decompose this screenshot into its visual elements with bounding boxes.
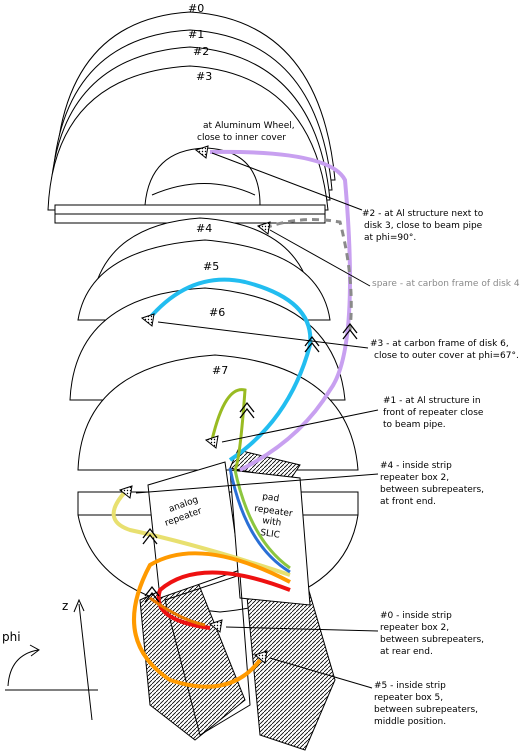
label-sensor1-1: #1 - at Al structure in xyxy=(383,396,481,406)
label-sensor4-4: at front end. xyxy=(380,497,436,507)
label-sensor2-3: at phi=90°. xyxy=(364,233,416,243)
phi-arc xyxy=(7,649,39,687)
phi-label: phi xyxy=(2,630,21,644)
leader-sensor2 xyxy=(211,152,363,211)
cable-orange xyxy=(132,551,291,689)
pad-label-3: with xyxy=(262,516,282,529)
leader-sensor3 xyxy=(157,321,369,349)
label-sensor4-1: #4 - inside strip xyxy=(380,461,452,471)
cable-red xyxy=(156,570,291,630)
coordinate-axes: z phi xyxy=(2,598,98,721)
disk-4-label: #4 xyxy=(196,222,212,235)
chevron-icon xyxy=(142,527,158,545)
sensor-aluminum-wheel xyxy=(194,145,209,159)
cable-cyan xyxy=(146,277,313,462)
disk-stack-upper: #0 #1 #2 #3 xyxy=(47,2,336,224)
cable-green xyxy=(233,469,291,570)
leader-sensor4 xyxy=(135,473,379,494)
label-sensor2-1: #2 - at Al structure next to xyxy=(362,209,484,219)
cable-blue xyxy=(228,467,291,574)
sensor-0 xyxy=(208,619,223,633)
cable-olive xyxy=(210,388,247,471)
label-sensor0-3: between subrepeaters, xyxy=(380,635,484,645)
annotations: at Aluminum Wheel, close to inner cover … xyxy=(197,121,520,727)
repeater-boxes: analog repeater pad repeater with SLIC xyxy=(139,449,336,751)
disk-0-label: #0 xyxy=(188,2,204,15)
disk-2-label: #2 xyxy=(193,45,209,58)
cable-dark-orange xyxy=(149,596,206,627)
disk-1-label: #1 xyxy=(188,28,204,41)
sensor-5 xyxy=(253,650,268,664)
cable-chevrons xyxy=(142,322,358,603)
chevron-icon xyxy=(239,401,255,419)
label-sensor1-3: to beam pipe. xyxy=(383,420,446,430)
disk-7-label: #7 xyxy=(212,364,228,377)
label-sensor0-2: repeater box 2, xyxy=(380,623,449,633)
leader-lines xyxy=(135,152,379,689)
disk-5-label: #5 xyxy=(203,260,219,273)
chevron-icon xyxy=(304,335,320,353)
cable-lilac xyxy=(209,149,352,472)
sensor-4 xyxy=(118,485,133,499)
z-axis-label: z xyxy=(62,599,68,613)
chevron-icon xyxy=(144,585,160,603)
label-aluminum-wheel-2: close to inner cover xyxy=(197,133,286,143)
sensors xyxy=(118,145,271,664)
label-sensor5-4: middle position. xyxy=(374,717,446,727)
label-sensor4-2: repeater box 2, xyxy=(380,473,449,483)
sensor-spare xyxy=(256,221,271,235)
label-sensor1-2: front of repeater close xyxy=(383,408,484,418)
label-sensor0-1: #0 - inside strip xyxy=(380,611,452,621)
label-aluminum-wheel-1: at Aluminum Wheel, xyxy=(203,121,295,131)
label-sensor0-4: at rear end. xyxy=(380,647,433,657)
leader-spare xyxy=(269,229,371,287)
chevron-icon xyxy=(342,322,358,340)
label-sensor5-1: #5 - inside strip xyxy=(374,681,446,691)
z-axis-arrow-icon xyxy=(73,598,85,613)
pad-label-4: SLIC xyxy=(260,528,281,541)
label-sensor3-1: #3 - at carbon frame of disk 6, xyxy=(370,339,509,349)
z-axis-line xyxy=(78,603,93,721)
disk-3-label: #3 xyxy=(196,70,212,83)
leader-sensor1 xyxy=(221,409,379,443)
sensor-3 xyxy=(140,313,155,327)
label-sensor5-2: repeater box 5, xyxy=(374,693,443,703)
sensor-1 xyxy=(204,435,219,449)
cable-spare-dashed xyxy=(264,218,353,331)
hub-ring xyxy=(151,183,256,196)
label-sensor2-2: disk 3, close to beam pipe xyxy=(364,221,483,231)
phi-arrow-icon xyxy=(29,644,40,657)
label-sensor4-3: between subrepeaters, xyxy=(380,485,484,495)
leader-sensor5 xyxy=(269,657,373,689)
label-sensor5-3: between subrepeaters, xyxy=(374,705,478,715)
leader-sensor0 xyxy=(225,626,379,632)
disk-3-outline xyxy=(47,65,329,211)
disk-6-label: #6 xyxy=(209,306,225,319)
inner-frame xyxy=(164,574,251,736)
pad-label-1: pad xyxy=(262,492,280,504)
label-sensor3-2: close to outer cover at phi=67°. xyxy=(374,351,519,361)
label-spare: spare - at carbon frame of disk 4 xyxy=(372,279,520,289)
